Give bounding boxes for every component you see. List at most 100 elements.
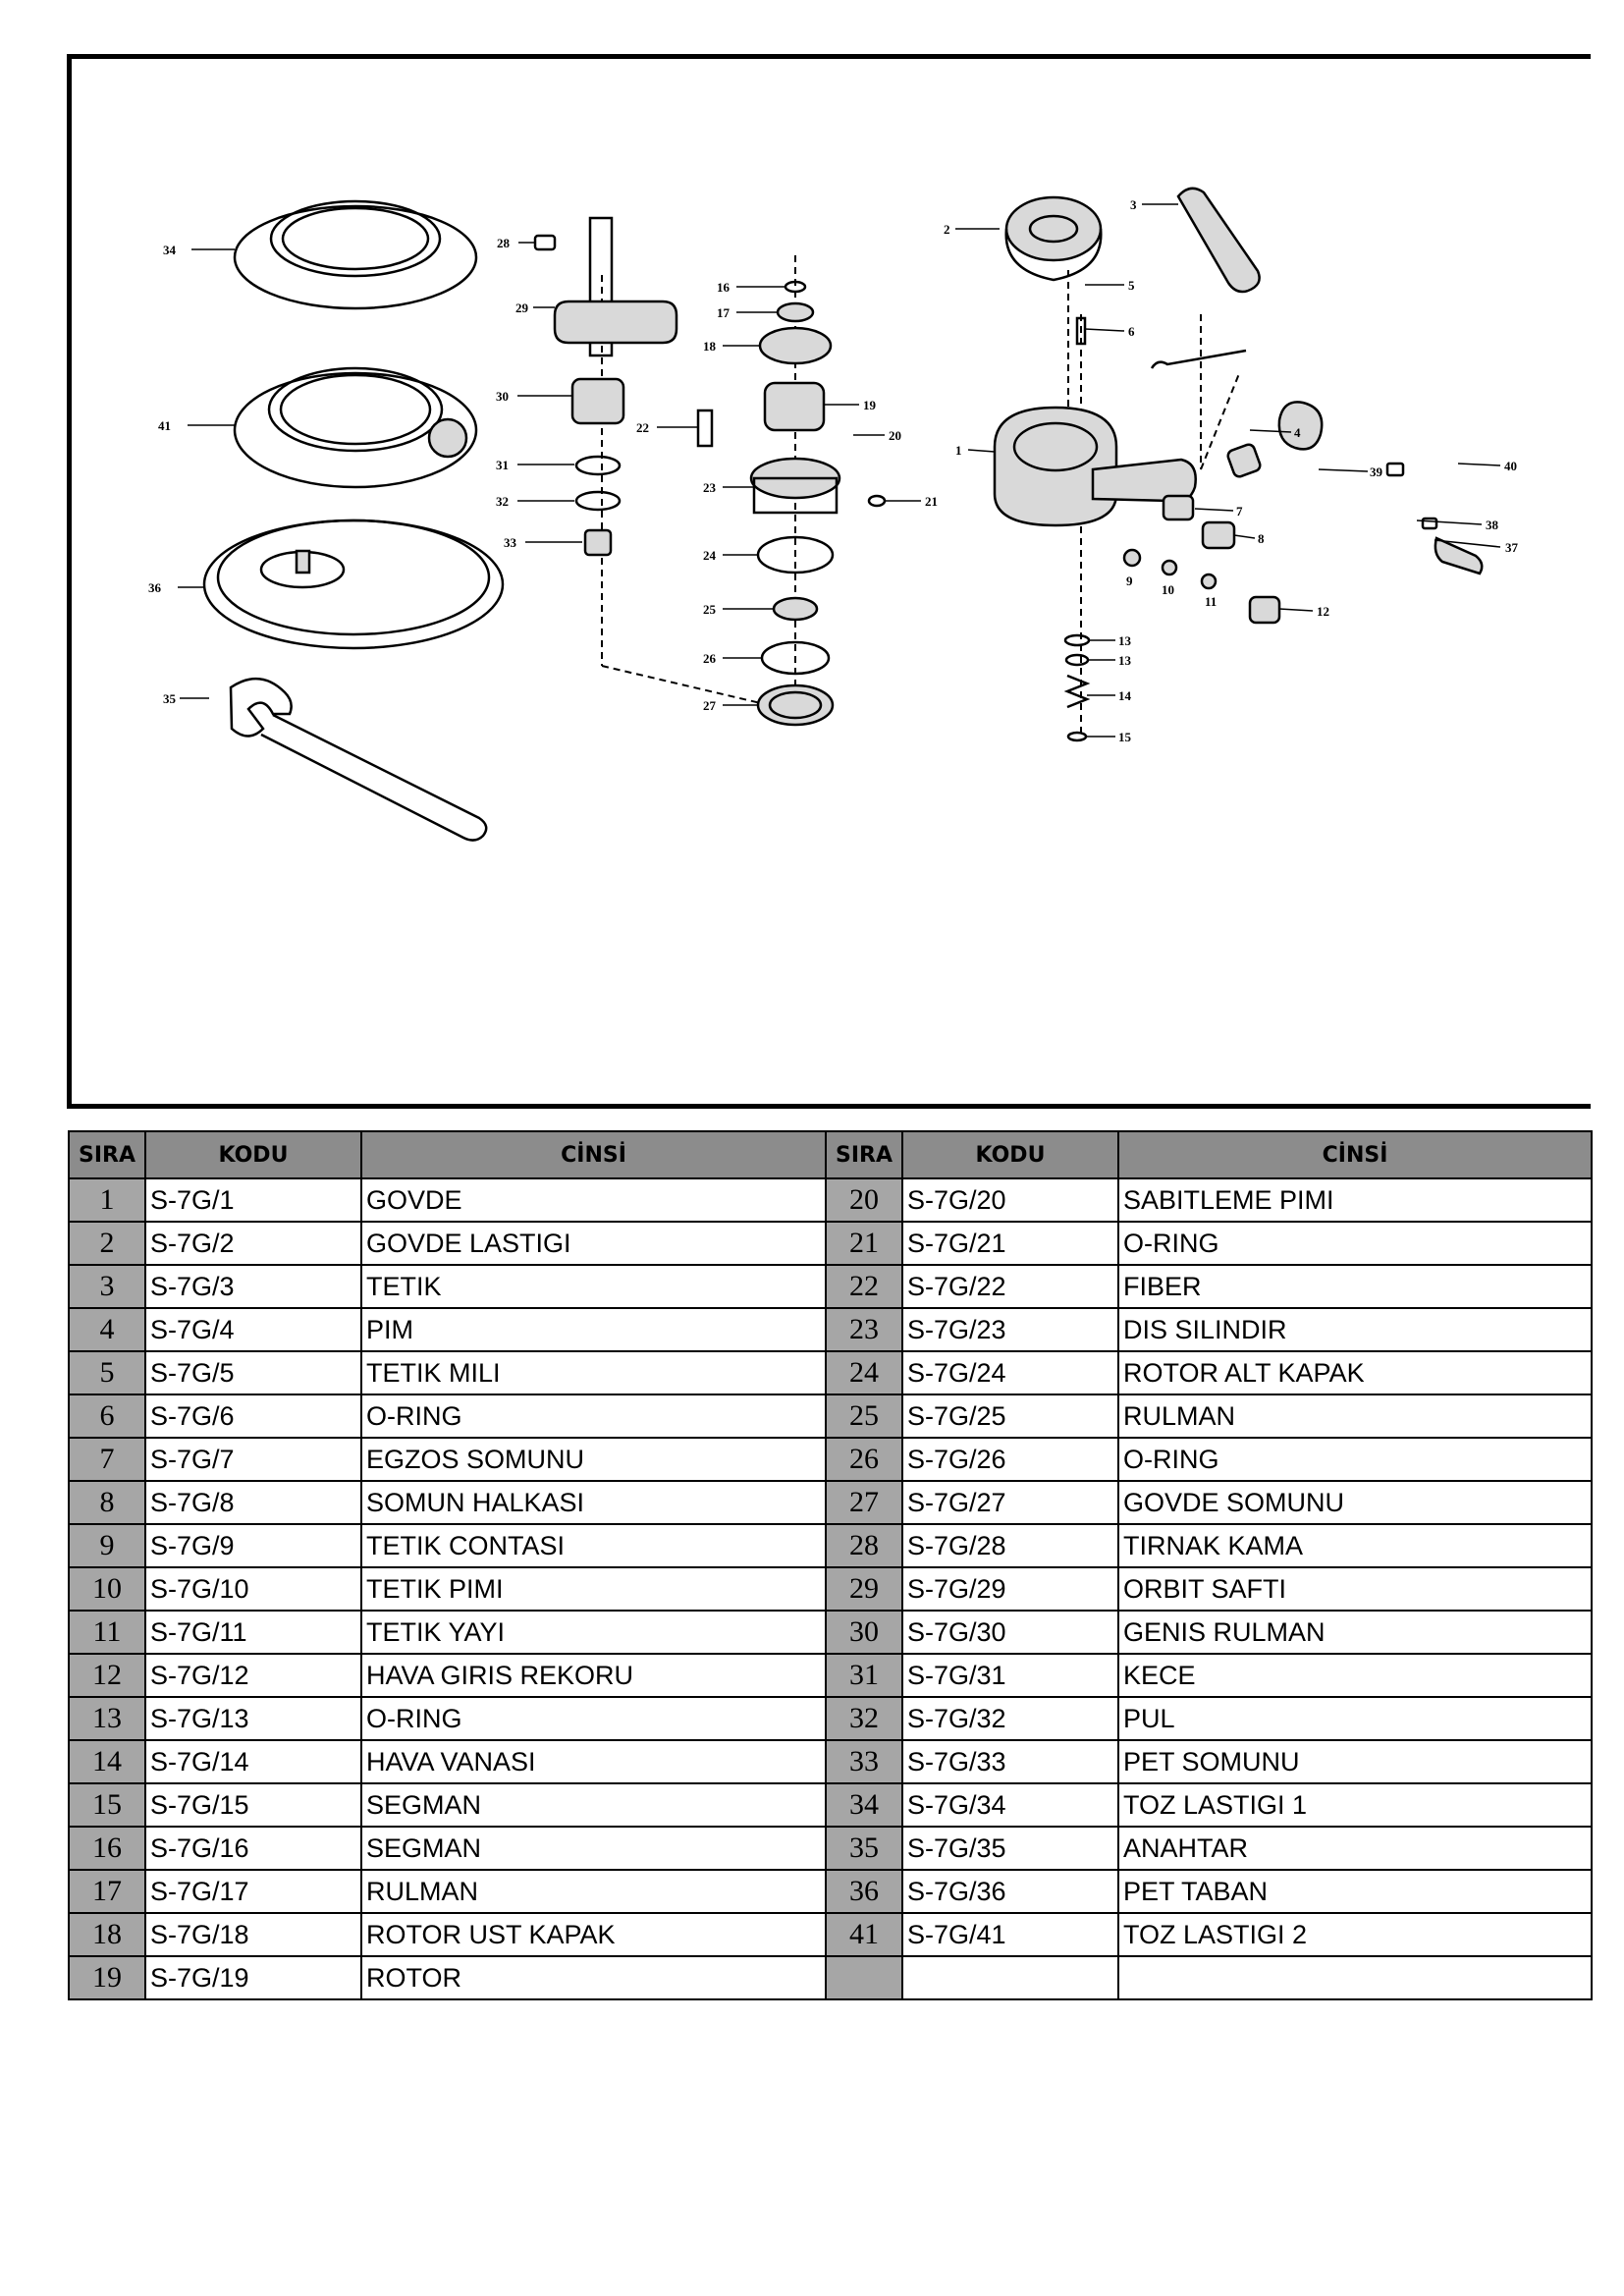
- body-assembly: [955, 187, 1501, 742]
- row-number-right: 34: [825, 1782, 903, 1828]
- part-code-left: S-7G/1: [144, 1177, 362, 1223]
- part-code-right: S-7G/32: [901, 1696, 1119, 1741]
- row-number-left: 17: [68, 1869, 146, 1914]
- part-name-right: PUL: [1117, 1696, 1593, 1741]
- part-code-left: S-7G/4: [144, 1307, 362, 1352]
- part-code-left: S-7G/13: [144, 1696, 362, 1741]
- part-name-left: TETIK MILI: [360, 1350, 827, 1395]
- part-name-right: [1117, 1955, 1593, 2000]
- part-name-right: FIBER: [1117, 1264, 1593, 1309]
- row-number-right: 30: [825, 1610, 903, 1655]
- callout-13b: 13: [1118, 653, 1132, 668]
- part-code-right: S-7G/22: [901, 1264, 1119, 1309]
- callout-6: 6: [1128, 324, 1135, 339]
- part-name-left: SOMUN HALKASI: [360, 1480, 827, 1525]
- part-name-right: TOZ LASTIGI 1: [1117, 1782, 1593, 1828]
- part-35-wrench: [180, 677, 488, 842]
- part-name-left: O-RING: [360, 1696, 827, 1741]
- callout-16: 16: [717, 280, 731, 295]
- part-code-left: S-7G/14: [144, 1739, 362, 1784]
- part-code-left: S-7G/7: [144, 1437, 362, 1482]
- part-name-left: TETIK PIMI: [360, 1566, 827, 1612]
- part-code-left: S-7G/12: [144, 1653, 362, 1698]
- callout-28: 28: [497, 236, 511, 250]
- callout-24: 24: [703, 548, 717, 563]
- row-number-right: 41: [825, 1912, 903, 1957]
- callout-39: 39: [1370, 465, 1383, 479]
- callout-38: 38: [1486, 518, 1499, 532]
- callout-35: 35: [163, 691, 177, 706]
- part-code-right: S-7G/20: [901, 1177, 1119, 1223]
- part-name-left: ROTOR UST KAPAK: [360, 1912, 827, 1957]
- callout-33: 33: [504, 535, 517, 550]
- part-code-left: S-7G/17: [144, 1869, 362, 1914]
- callout-12: 12: [1317, 604, 1329, 619]
- row-number-left: 11: [68, 1610, 146, 1655]
- callout-3: 3: [1130, 197, 1137, 212]
- part-code-right: S-7G/41: [901, 1912, 1119, 1957]
- row-number-right: 20: [825, 1177, 903, 1223]
- part-name-left: SEGMAN: [360, 1782, 827, 1828]
- row-number-right: 35: [825, 1826, 903, 1871]
- row-number-left: 10: [68, 1566, 146, 1612]
- orbit-shaft-assembly: [517, 216, 799, 713]
- row-number-right: 23: [825, 1307, 903, 1352]
- row-number-left: 13: [68, 1696, 146, 1741]
- callout-22: 22: [636, 420, 649, 435]
- row-number-left: 12: [68, 1653, 146, 1698]
- callout-1: 1: [955, 443, 962, 458]
- row-number-right: [825, 1955, 903, 2000]
- part-36-pad: [178, 519, 505, 650]
- row-number-right: 29: [825, 1566, 903, 1612]
- part-name-right: DIS SILINDIR: [1117, 1307, 1593, 1352]
- header-cinsi-right: CİNSİ: [1117, 1130, 1593, 1179]
- part-name-right: RULMAN: [1117, 1394, 1593, 1439]
- part-code-left: S-7G/9: [144, 1523, 362, 1568]
- part-code-right: S-7G/23: [901, 1307, 1119, 1352]
- part-name-right: O-RING: [1117, 1221, 1593, 1266]
- callout-41: 41: [158, 418, 171, 433]
- part-code-right: S-7G/31: [901, 1653, 1119, 1698]
- part-code-left: S-7G/8: [144, 1480, 362, 1525]
- row-number-right: 31: [825, 1653, 903, 1698]
- part-name-right: TIRNAK KAMA: [1117, 1523, 1593, 1568]
- part-name-left: HAVA GIRIS REKORU: [360, 1653, 827, 1698]
- part-code-left: S-7G/2: [144, 1221, 362, 1266]
- callout-19: 19: [863, 398, 877, 412]
- row-number-left: 3: [68, 1264, 146, 1309]
- part-code-right: S-7G/29: [901, 1566, 1119, 1612]
- part-code-right: S-7G/26: [901, 1437, 1119, 1482]
- part-name-right: PET SOMUNU: [1117, 1739, 1593, 1784]
- row-number-right: 32: [825, 1696, 903, 1741]
- callout-14: 14: [1118, 688, 1132, 703]
- callout-32: 32: [496, 494, 509, 509]
- part-code-left: S-7G/15: [144, 1782, 362, 1828]
- part-name-left: O-RING: [360, 1394, 827, 1439]
- callout-31: 31: [496, 458, 509, 472]
- table-header-row: SIRA KODU CİNSİ SIRA KODU CİNSİ: [68, 1130, 1593, 1179]
- part-code-left: S-7G/6: [144, 1394, 362, 1439]
- part-name-right: ANAHTAR: [1117, 1826, 1593, 1871]
- part-name-left: RULMAN: [360, 1869, 827, 1914]
- callout-4: 4: [1294, 425, 1301, 440]
- part-name-left: GOVDE: [360, 1177, 827, 1223]
- callout-27: 27: [703, 698, 717, 713]
- callout-40: 40: [1504, 459, 1517, 473]
- part-name-left: TETIK CONTASI: [360, 1523, 827, 1568]
- part-code-right: S-7G/36: [901, 1869, 1119, 1914]
- row-number-left: 6: [68, 1394, 146, 1439]
- callout-29: 29: [515, 301, 529, 315]
- callout-20: 20: [889, 428, 901, 443]
